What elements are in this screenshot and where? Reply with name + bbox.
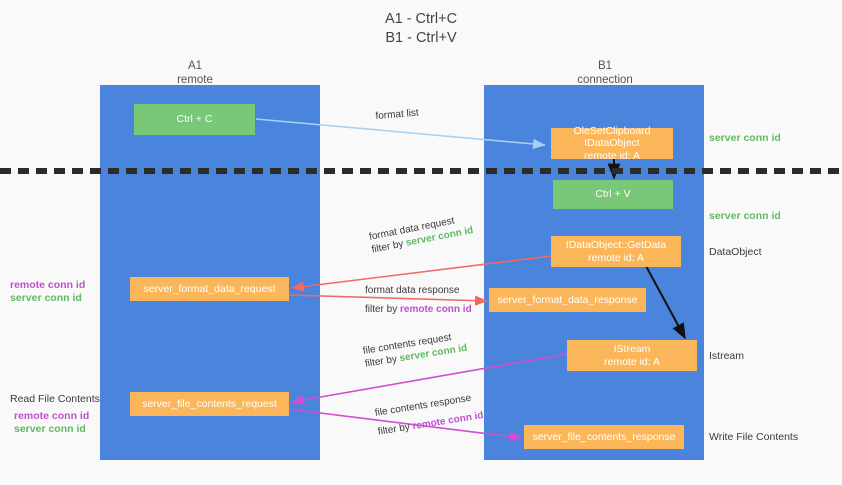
box-get-data-line1: IDataObject::GetData (565, 239, 667, 251)
arrow-label-fcresp-filter-key: remote conn id (411, 410, 485, 433)
box-ctrl-c-label: Ctrl + C (176, 113, 213, 126)
box-server-format-data-request[interactable]: server_format_data_request (130, 277, 289, 301)
box-ctrl-v[interactable]: Ctrl + V (553, 180, 673, 209)
box-server-format-data-request-label: server_format_data_request (143, 282, 276, 295)
note-data-object: DataObject (709, 246, 762, 258)
phase-divider (0, 168, 842, 174)
note-write-file-contents: Write File Contents (709, 431, 799, 443)
box-istream-line2: remote id: A (603, 355, 661, 368)
note-remote-conn-id-lower: remote conn id (14, 410, 90, 422)
arrow-label-fcr-filter-prefix: filter by (364, 353, 401, 370)
box-get-data-line2: remote id: A (587, 251, 645, 264)
note-server-conn-id-mid: server conn id (709, 210, 781, 222)
box-data-object-line1: OleSetClipboard IDataObject (573, 124, 651, 150)
box-server-format-data-response[interactable]: server_format_data_response (489, 288, 646, 312)
arrow-label-format-data-response-text: format data response (365, 285, 460, 296)
note-read-file-contents: Read File Contents (10, 393, 100, 405)
box-istream-line1: IStream (613, 343, 651, 355)
box-data-object[interactable]: OleSetClipboard IDataObject remote id: A (551, 124, 673, 162)
box-server-file-contents-response[interactable]: server_file_contents_response (524, 425, 684, 449)
note-server-conn-id-lower: server conn id (14, 423, 86, 435)
note-istream: Istream (709, 350, 745, 362)
arrow-label-format-list-text: format list (375, 107, 420, 122)
lane-header-b1: B1 connection (577, 60, 633, 86)
arrow-label-format-data-response: format data response filter by remote co… (365, 284, 472, 316)
box-data-object-line2: remote id: A (583, 149, 641, 162)
box-server-file-contents-request-label: server_file_contents_request (142, 397, 277, 410)
arrow-label-format-data-request: format data request filter by server con… (368, 211, 474, 256)
box-ctrl-v-label: Ctrl + V (595, 188, 631, 201)
lane-header-a1: A1 remote (177, 60, 213, 86)
arrow-label-fcresp-filter-prefix: filter by (377, 421, 414, 438)
note-server-conn-id-top: server conn id (709, 132, 781, 144)
arrow-label-fdresp-filter-prefix: filter by (365, 304, 401, 315)
note-remote-conn-id-upper: remote conn id (10, 279, 86, 291)
box-ctrl-c[interactable]: Ctrl + C (134, 104, 255, 135)
box-server-format-data-response-label: server_format_data_response (497, 293, 638, 306)
arrow-label-file-contents-response: file contents response filter by remote … (374, 390, 484, 438)
box-server-file-contents-response-label: server_file_contents_response (532, 430, 676, 443)
box-get-data[interactable]: IDataObject::GetData remote id: A (551, 236, 681, 267)
box-istream[interactable]: IStream remote id: A (567, 340, 697, 371)
arrow-label-format-list: format list (375, 107, 419, 123)
note-server-conn-id-upper: server conn id (10, 292, 82, 304)
arrow-label-fdresp-filter-key: remote conn id (400, 304, 472, 315)
page-title: A1 - Ctrl+C B1 - Ctrl+V (384, 11, 458, 46)
box-server-file-contents-request[interactable]: server_file_contents_request (130, 392, 289, 416)
arrow-label-file-contents-request: file contents request filter by server c… (362, 329, 468, 371)
